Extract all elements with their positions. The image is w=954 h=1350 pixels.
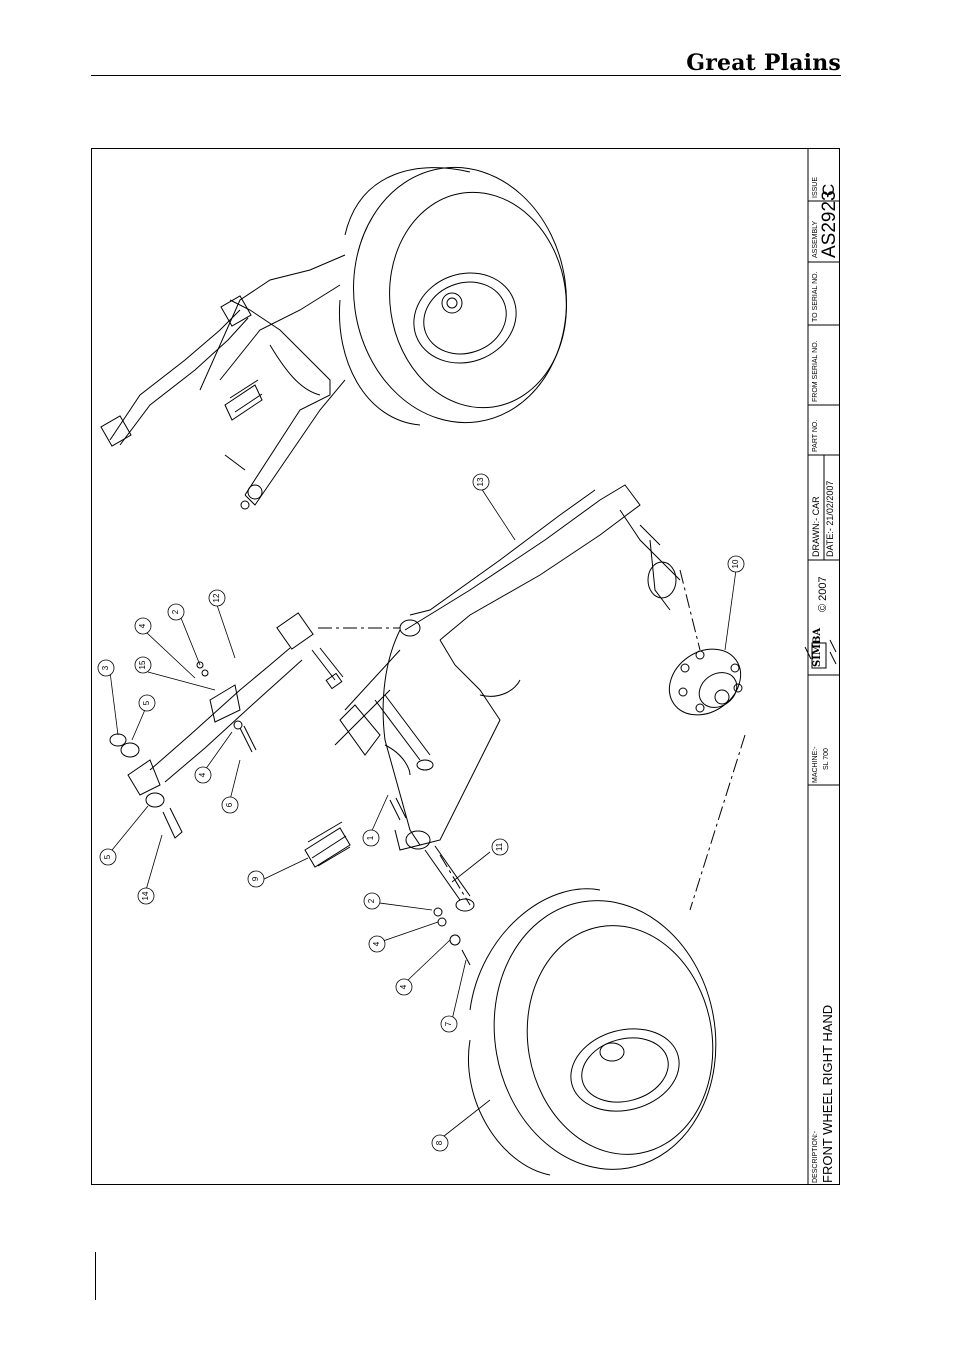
simba-logo-text: SIMBA: [813, 628, 823, 667]
drawn-date: DATE:- 21/02/2007: [826, 481, 835, 557]
drawn-by: DRAWN:- CAR: [812, 496, 821, 557]
copyright: © 2007: [818, 576, 829, 612]
issue-value: C: [820, 184, 837, 196]
description-label: DESCRIPTION:-: [812, 1131, 819, 1183]
issue-label: ISSUE: [812, 177, 819, 198]
description-value: FRONT WHEEL RIGHT HAND: [821, 1005, 834, 1183]
to-serial-label: TO SERIAL NO.: [812, 271, 819, 322]
part-no-label: PART NO.: [812, 420, 819, 452]
from-serial-label: FROM SERIAL NO.: [812, 340, 819, 402]
machine-value: SL 700: [823, 748, 830, 770]
assembly-value: AS2923: [820, 190, 839, 258]
machine-label: MACHINE:-: [812, 746, 819, 783]
assembly-label: ASSEMBLY: [812, 221, 819, 258]
